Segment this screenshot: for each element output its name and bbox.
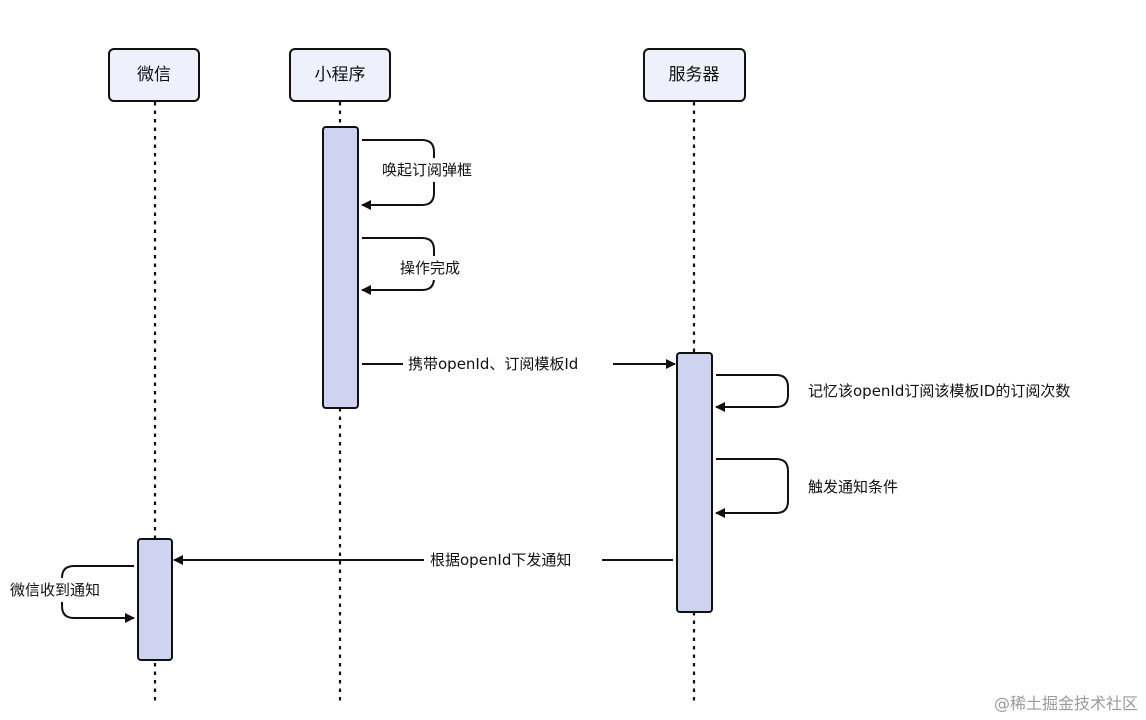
message-open-popup: 唤起订阅弹框 bbox=[361, 139, 488, 210]
message-label-trigger-condition: 触发通知条件 bbox=[808, 478, 898, 496]
message-operation-done: 操作完成 bbox=[361, 237, 472, 295]
watermark: @稀土掘金技术社区 bbox=[993, 694, 1138, 713]
message-push-notice: 根据openId下发通知 bbox=[173, 548, 673, 572]
activation-miniprogram bbox=[322, 126, 359, 409]
participant-server: 服务器 bbox=[643, 48, 746, 102]
message-label-remember-count: 记忆该openId订阅该模板ID的订阅次数 bbox=[808, 382, 1070, 400]
message-label-operation-done: 操作完成 bbox=[400, 259, 460, 277]
message-label-received-notice: 微信收到通知 bbox=[10, 581, 100, 599]
activation-server bbox=[676, 352, 713, 613]
participant-wechat: 微信 bbox=[108, 48, 200, 102]
participant-label-wechat: 微信 bbox=[137, 65, 171, 85]
participant-miniprogram: 小程序 bbox=[289, 48, 391, 102]
message-remember-count: 记忆该openId订阅该模板ID的订阅次数 bbox=[715, 374, 1070, 412]
message-label-open-popup: 唤起订阅弹框 bbox=[382, 161, 472, 179]
activation-wechat bbox=[137, 538, 173, 661]
participant-label-miniprogram: 小程序 bbox=[315, 65, 366, 85]
message-label-send-ids: 携带openId、订阅模板Id bbox=[408, 355, 578, 373]
participant-label-server: 服务器 bbox=[669, 65, 720, 85]
message-received-notice: 微信收到通知 bbox=[6, 565, 135, 623]
message-trigger-condition: 触发通知条件 bbox=[715, 458, 898, 518]
message-send-ids: 携带openId、订阅模板Id bbox=[362, 352, 676, 376]
message-label-push-notice: 根据openId下发通知 bbox=[430, 551, 571, 569]
